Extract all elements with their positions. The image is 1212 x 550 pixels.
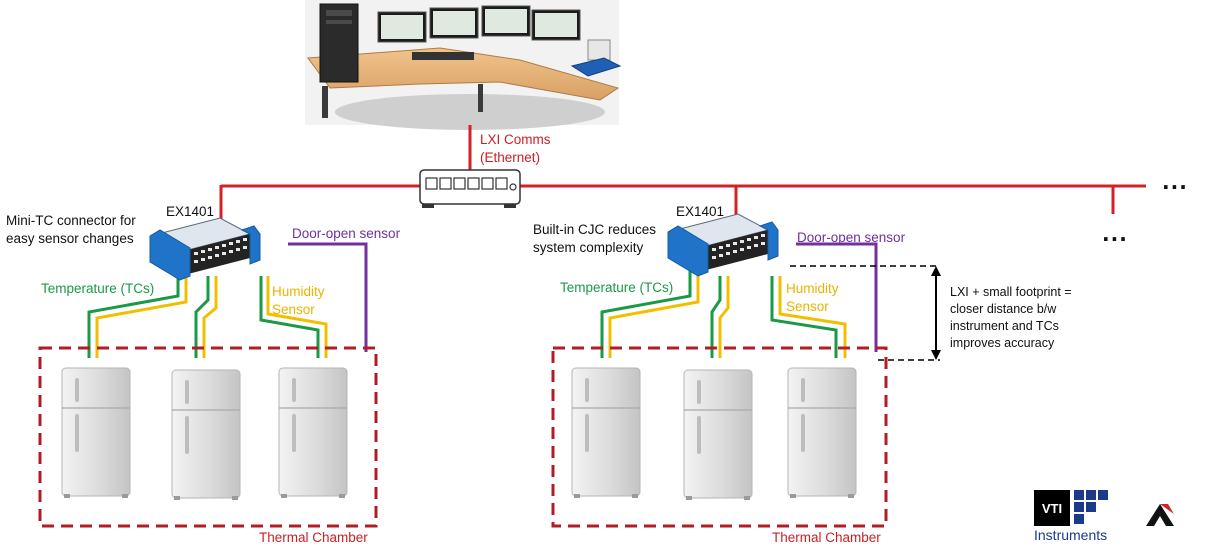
workstation-image xyxy=(305,0,622,130)
lxi-comms-label-sub: (Ethernet) xyxy=(480,150,541,165)
device-label-right: EX1401 xyxy=(676,204,725,219)
humidity-label-right: Humidity xyxy=(786,281,839,296)
device-label-left: EX1401 xyxy=(166,204,215,219)
continuation-ellipsis-top: ... xyxy=(1162,170,1188,194)
wiring-right xyxy=(600,242,878,358)
mini-tc-note-sub: easy sensor changes xyxy=(6,231,134,246)
vti-instruments-text: Instruments xyxy=(1034,527,1108,543)
refrigerator-icon xyxy=(787,367,857,499)
refrigerator-icon xyxy=(571,367,641,499)
ethernet-switch-icon xyxy=(419,169,521,208)
wiring-left xyxy=(87,242,368,358)
refrigerator-icon xyxy=(61,367,131,499)
brand-logo xyxy=(1146,504,1174,526)
temperature-label-right: Temperature (TCs) xyxy=(560,280,674,295)
lxi-comms-label: LXI Comms xyxy=(480,132,551,147)
thermal-chamber-left xyxy=(38,346,378,528)
humidity-label-left-sub: Sensor xyxy=(272,302,315,317)
refrigerator-icon xyxy=(278,367,348,499)
footprint-note-2: closer distance b/w xyxy=(950,302,1057,316)
door-sensor-label-right: Door-open sensor xyxy=(797,230,906,245)
refrigerator-icon xyxy=(683,369,753,501)
footprint-note-1: LXI + small footprint = xyxy=(950,285,1072,299)
cjc-note-sub: system complexity xyxy=(533,240,644,255)
cjc-note: Built-in CJC reduces xyxy=(533,222,657,237)
thermal-chamber-label-left: Thermal Chamber xyxy=(259,530,368,545)
ex1401-device-left xyxy=(149,217,261,281)
mini-tc-note: Mini-TC connector for xyxy=(6,213,136,228)
vti-logo xyxy=(1034,490,1108,526)
footprint-note-3: instrument and TCs xyxy=(950,319,1059,333)
thermal-chamber-right xyxy=(551,346,888,528)
continuation-ellipsis-mid: ... xyxy=(1102,222,1128,246)
ex1401-device-right xyxy=(667,213,779,277)
refrigerator-icon xyxy=(171,369,241,501)
door-sensor-label-left: Door-open sensor xyxy=(292,226,401,241)
temperature-label-left: Temperature (TCs) xyxy=(41,281,155,296)
thermal-chamber-label-right: Thermal Chamber xyxy=(772,530,881,545)
footprint-note-4: improves accuracy xyxy=(950,336,1055,350)
humidity-label-left: Humidity xyxy=(272,284,325,299)
vti-logo-text: VTI xyxy=(1041,500,1063,516)
humidity-label-right-sub: Sensor xyxy=(786,299,829,314)
distance-indicator xyxy=(790,265,941,361)
